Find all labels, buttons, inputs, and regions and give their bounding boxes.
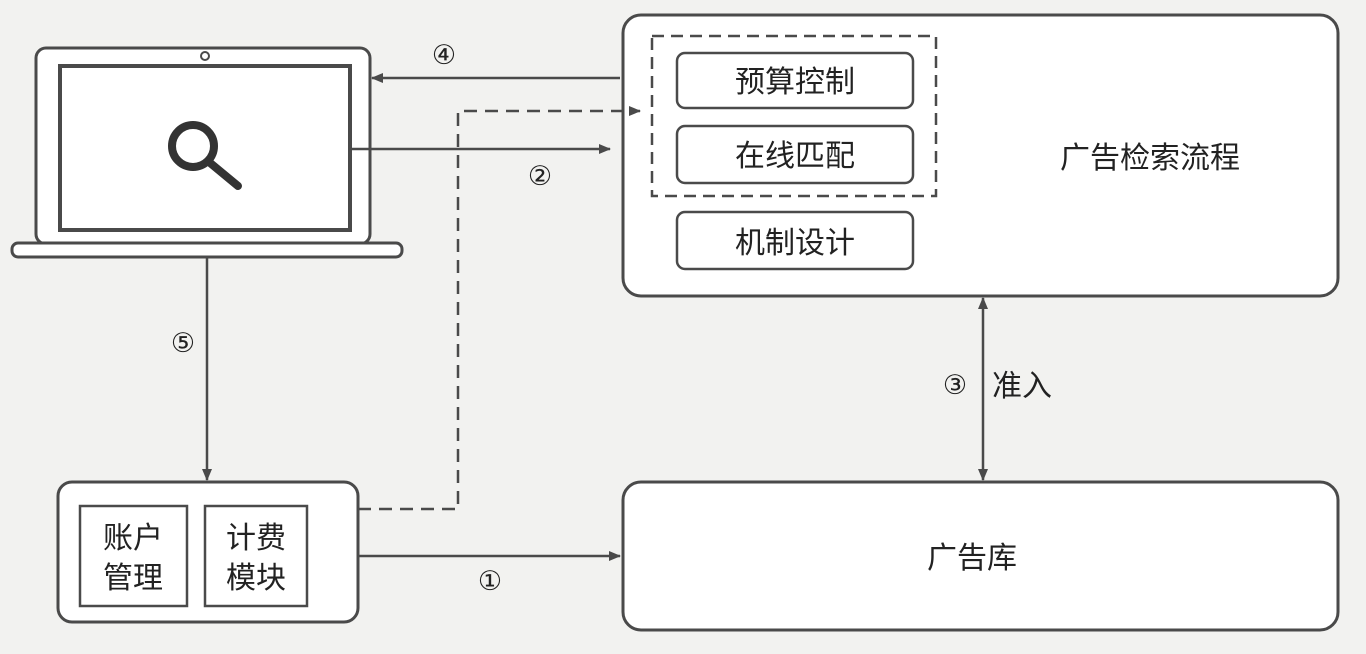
ad-retrieval-flow-title: 广告检索流程 (1060, 141, 1240, 176)
step5-label: ⑤ (171, 328, 195, 359)
ad-retrieval-flow-box: 预算控制 在线匹配 机制设计 广告检索流程 (621, 13, 1340, 298)
account-management-box: 账户 管理 (78, 504, 189, 608)
ad-library-box: 广告库 (621, 480, 1340, 632)
billing-module-box: 计费 模块 (203, 504, 309, 608)
search-icon (168, 121, 242, 190)
dashed-group (650, 34, 938, 198)
budget-control-label: 预算控制 (735, 65, 855, 100)
billing-line2: 模块 (226, 561, 286, 596)
access-label: 准入 (992, 369, 1052, 404)
online-matching-label: 在线匹配 (735, 139, 855, 174)
dashed-arrow-billing-to-flow (358, 106, 641, 511)
billing-line1: 计费 (226, 521, 286, 556)
step1-label: ① (478, 566, 502, 597)
budget-control-box: 预算控制 (675, 51, 915, 110)
account-line2: 管理 (103, 561, 163, 596)
online-matching-box: 在线匹配 (675, 124, 915, 185)
ad-library-title: 广告库 (927, 541, 1017, 576)
mechanism-design-box: 机制设计 (675, 210, 915, 271)
step4-label: ④ (432, 40, 456, 71)
step2-label: ② (528, 161, 552, 192)
step3-label: ③ (943, 370, 967, 401)
account-line1: 账户 (103, 521, 163, 556)
mechanism-design-label: 机制设计 (735, 226, 855, 261)
laptop-icon (10, 46, 404, 259)
advertiser-box: 账户 管理 计费 模块 (56, 480, 360, 624)
